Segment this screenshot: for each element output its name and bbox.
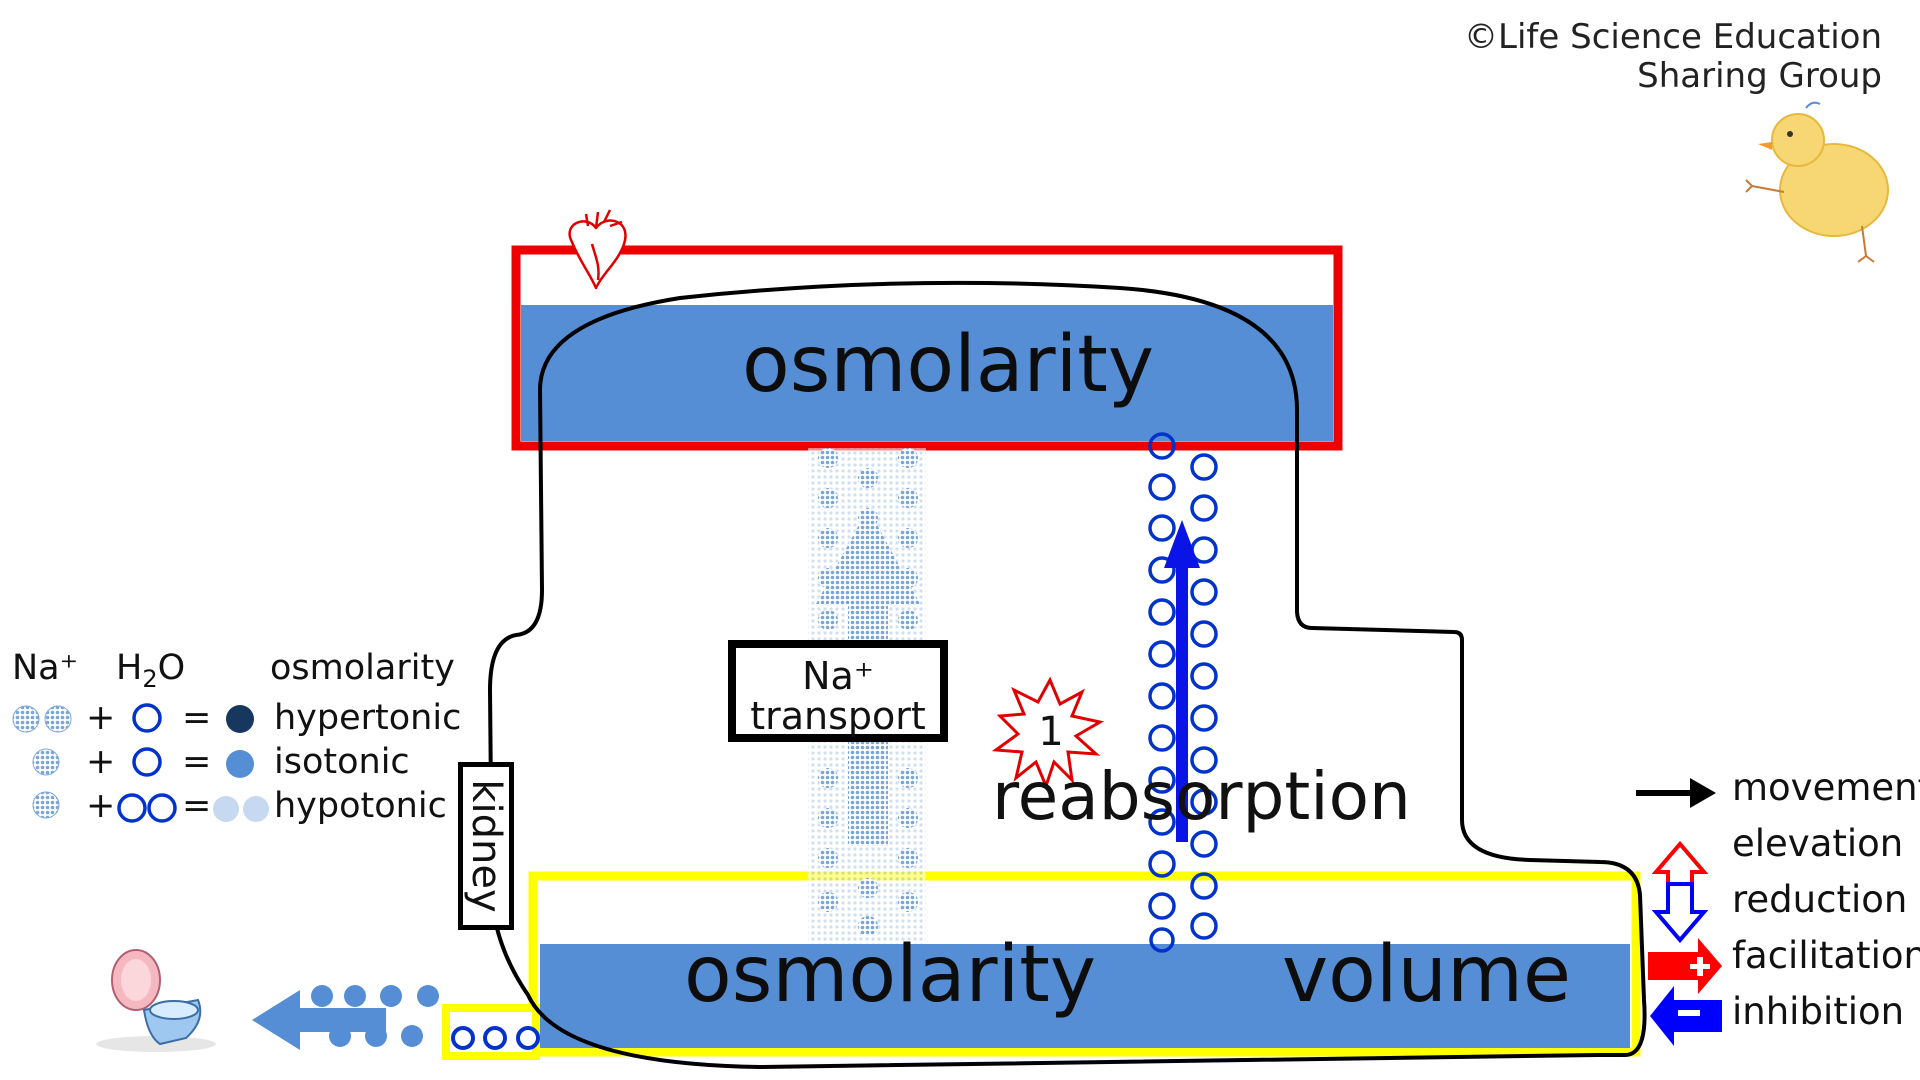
- legend-header-h2o: H2O: [116, 648, 186, 693]
- na-transport-line-1: Na⁺: [802, 654, 874, 698]
- body-volume-label: volume: [1282, 930, 1571, 1020]
- hypertonic-dot: [226, 705, 254, 733]
- key-reduction: reduction: [1732, 878, 1908, 921]
- key-facilitation: facilitation: [1732, 934, 1920, 977]
- outflow-arrow: [252, 990, 386, 1050]
- inhibition-arrow-icon: [1650, 986, 1722, 1046]
- reabsorption-label: reabsorption: [992, 758, 1411, 835]
- body-osmolarity-label: osmolarity: [684, 930, 1097, 1020]
- hypotonic-dot: [213, 796, 239, 822]
- credit-line-2: Sharing Group: [1637, 56, 1882, 96]
- legend-equals-2: =: [182, 742, 212, 782]
- heart-fluid: [521, 305, 1333, 441]
- kidney-label: kidney: [463, 779, 509, 913]
- heart-icon: [568, 209, 627, 290]
- urine-outflow: [252, 985, 540, 1060]
- credit-line-1: ©Life Science Education: [1464, 17, 1882, 57]
- legend-equals-1: =: [182, 698, 212, 738]
- legend-isotonic: isotonic: [274, 742, 410, 782]
- toilet-icon: [96, 949, 216, 1052]
- body-fluid: [540, 944, 1630, 1048]
- na-transport-box: Na⁺ transport: [728, 640, 948, 742]
- key-movement: movement: [1732, 766, 1920, 809]
- facilitation-arrow-icon: [1648, 938, 1722, 994]
- step-badge-number: 1: [1038, 709, 1064, 755]
- key-symbols: [1636, 778, 1722, 1046]
- legend-plus-1: +: [86, 698, 116, 738]
- reduction-arrow-icon: [1651, 882, 1709, 944]
- heart-osmolarity-label: osmolarity: [742, 320, 1155, 410]
- legend-hypertonic: hypertonic: [274, 698, 462, 738]
- legend-plus-2: +: [86, 742, 116, 782]
- legend-plus-3: +: [86, 786, 116, 826]
- na-transport-line-2: transport: [750, 694, 926, 738]
- kidney-label-box: kidney: [458, 762, 514, 930]
- legend-symbols: [12, 703, 269, 823]
- legend-header-osmolarity: osmolarity: [270, 648, 455, 688]
- chick-mascot-icon: [1745, 101, 1889, 263]
- outflow-water-dots: [451, 1026, 540, 1050]
- water-up-arrow: [1164, 520, 1200, 842]
- legend-equals-3: =: [182, 786, 212, 826]
- step-badge-burst: [991, 676, 1105, 791]
- water-column: [1148, 432, 1218, 953]
- water-dots-left: [1148, 432, 1176, 953]
- copyright-credit: ©Life Science Education Sharing Group: [1464, 18, 1882, 96]
- legend-header-na: Na⁺: [12, 648, 79, 688]
- water-dots-right: [1190, 453, 1218, 940]
- sodium-dots: [818, 448, 918, 936]
- body-compartment: [528, 871, 1641, 1057]
- isotonic-dot: [226, 750, 254, 778]
- key-inhibition: inhibition: [1732, 990, 1905, 1033]
- key-elevation: elevation: [1732, 822, 1904, 865]
- movement-arrow-icon: [1636, 778, 1716, 808]
- legend-hypotonic: hypotonic: [274, 786, 447, 826]
